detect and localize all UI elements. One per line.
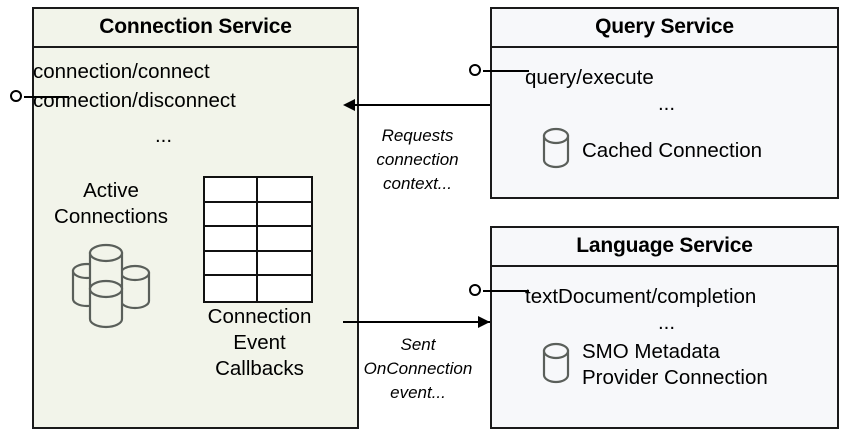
connection-event-callbacks-label: Connection Event Callbacks bbox=[182, 304, 337, 382]
active-connections-line2: Connections bbox=[54, 205, 168, 228]
edge-label-line1: Sent bbox=[400, 335, 436, 354]
component-query-service[interactable]: Query Service query/execute ... Cached C… bbox=[490, 7, 839, 199]
smo-metadata-caption: SMO Metadata Provider Connection bbox=[582, 339, 768, 391]
callbacks-line3: Callbacks bbox=[215, 357, 304, 380]
lollipop-ball-icon bbox=[469, 284, 481, 296]
table-cell bbox=[205, 227, 258, 252]
table-cell bbox=[258, 276, 311, 301]
lollipop-stem bbox=[483, 70, 529, 72]
language-service-method-completion: textDocument/completion bbox=[525, 285, 757, 308]
table-cell bbox=[258, 203, 311, 228]
active-connections-line1: Active bbox=[83, 179, 139, 202]
smo-metadata-caption-line1: SMO Metadata bbox=[582, 340, 720, 363]
connection-service-title: Connection Service bbox=[34, 9, 357, 48]
callbacks-line1: Connection bbox=[207, 305, 312, 328]
query-service-title: Query Service bbox=[492, 9, 837, 48]
edge-label-line1: Requests bbox=[381, 126, 454, 145]
edge-label-line3: context... bbox=[383, 174, 452, 193]
edge-query-to-connection-label: Requests connection context... bbox=[355, 124, 480, 196]
smo-metadata-cylinder-icon bbox=[540, 340, 572, 391]
table-cell bbox=[258, 178, 311, 203]
edge-label-line2: connection bbox=[376, 150, 459, 169]
table-cell bbox=[258, 252, 311, 277]
edge-label-line2: OnConnection bbox=[363, 359, 473, 378]
edge-query-to-connection-arrowhead-icon bbox=[343, 99, 355, 111]
cached-connection-caption: Cached Connection bbox=[582, 138, 763, 162]
connection-event-callbacks-table-icon bbox=[203, 176, 313, 303]
active-connections-cylinder-cluster-icon bbox=[53, 237, 169, 337]
callbacks-line2: Event bbox=[233, 331, 286, 354]
table-cell bbox=[205, 178, 258, 203]
smo-metadata-provider-item: SMO Metadata Provider Connection bbox=[540, 339, 768, 391]
table-cell bbox=[205, 251, 258, 277]
language-service-body: textDocument/completion ... SMO Metadata… bbox=[492, 267, 837, 427]
query-service-method-execute: query/execute bbox=[525, 66, 654, 89]
lollipop-stem bbox=[483, 290, 529, 292]
cached-connection-item: Cached Connection bbox=[540, 125, 762, 176]
table-cell bbox=[205, 202, 258, 228]
lollipop-ball-icon bbox=[469, 64, 481, 76]
edge-connection-to-language-arrowhead-icon bbox=[478, 316, 490, 328]
connection-service-ellipsis: ... bbox=[154, 124, 173, 147]
edge-connection-to-language-line bbox=[343, 321, 490, 323]
table-cell bbox=[258, 227, 311, 252]
language-service-title: Language Service bbox=[492, 228, 837, 267]
edge-query-to-connection-line bbox=[345, 104, 490, 106]
edge-connection-to-language-label: Sent OnConnection event... bbox=[353, 333, 483, 405]
query-service-ellipsis: ... bbox=[657, 92, 676, 115]
cached-connection-cylinder-icon bbox=[540, 125, 572, 176]
connection-service-method-connect: connection/connect bbox=[33, 60, 210, 83]
connection-service-method-disconnect: connection/disconnect bbox=[33, 89, 236, 112]
active-connections-label: Active Connections bbox=[34, 178, 188, 230]
smo-metadata-caption-line2: Provider Connection bbox=[582, 366, 768, 389]
language-service-ellipsis: ... bbox=[657, 311, 676, 334]
edge-label-line3: event... bbox=[390, 383, 446, 402]
lollipop-stem bbox=[24, 96, 68, 98]
component-language-service[interactable]: Language Service textDocument/completion… bbox=[490, 226, 839, 429]
lollipop-ball-icon bbox=[10, 90, 22, 102]
query-service-body: query/execute ... Cached Connection bbox=[492, 48, 837, 197]
table-cell bbox=[205, 276, 258, 301]
